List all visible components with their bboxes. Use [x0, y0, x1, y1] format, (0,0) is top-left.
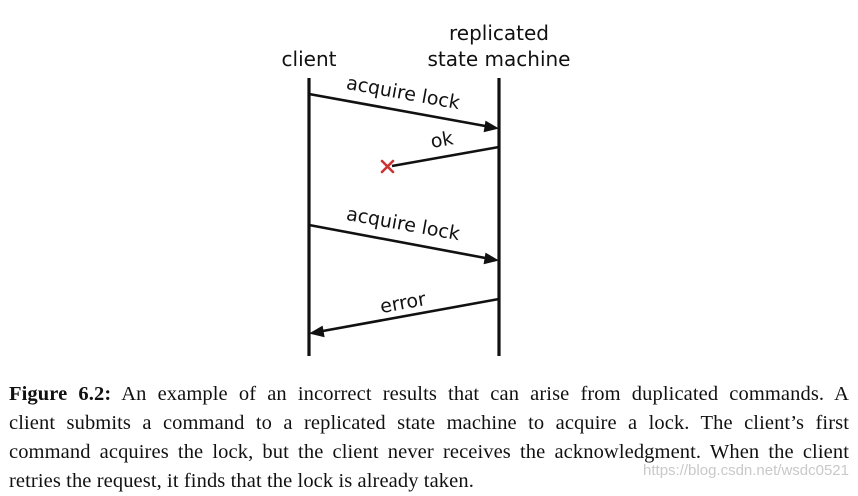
message-acquire-lock-1: acquire lock [308, 72, 499, 133]
client-label: client [282, 47, 337, 71]
caption-line-3: command acquires the lock, but the clien… [9, 441, 849, 463]
message-ok-lost: ok [380, 127, 500, 174]
lost-message-x-icon [380, 159, 395, 174]
message-label: acquire lock [345, 72, 462, 114]
watermark: https://blog.csdn.net/wsdc0521 [643, 462, 849, 479]
sequence-diagram: client replicated state machine acquire … [282, 21, 571, 356]
caption-line-2: client submits a command to a replicated… [9, 412, 849, 434]
caption-line-1-text: An example of an incorrect results that … [111, 383, 850, 405]
figure-caption: Figure 6.2: An example of an incorrect r… [9, 380, 849, 496]
server-label-line2: state machine [428, 47, 571, 71]
caption-line-4: retries the request, it finds that the l… [9, 470, 474, 492]
message-error: error [309, 288, 500, 338]
server-label-line1: replicated [449, 21, 549, 45]
message-label: acquire lock [345, 203, 462, 245]
message-label: ok [429, 127, 455, 153]
figure-label: Figure 6.2: [9, 383, 112, 405]
message-acquire-lock-2: acquire lock [308, 203, 499, 265]
caption-line-1: Figure 6.2: An example of an incorrect r… [9, 380, 849, 409]
